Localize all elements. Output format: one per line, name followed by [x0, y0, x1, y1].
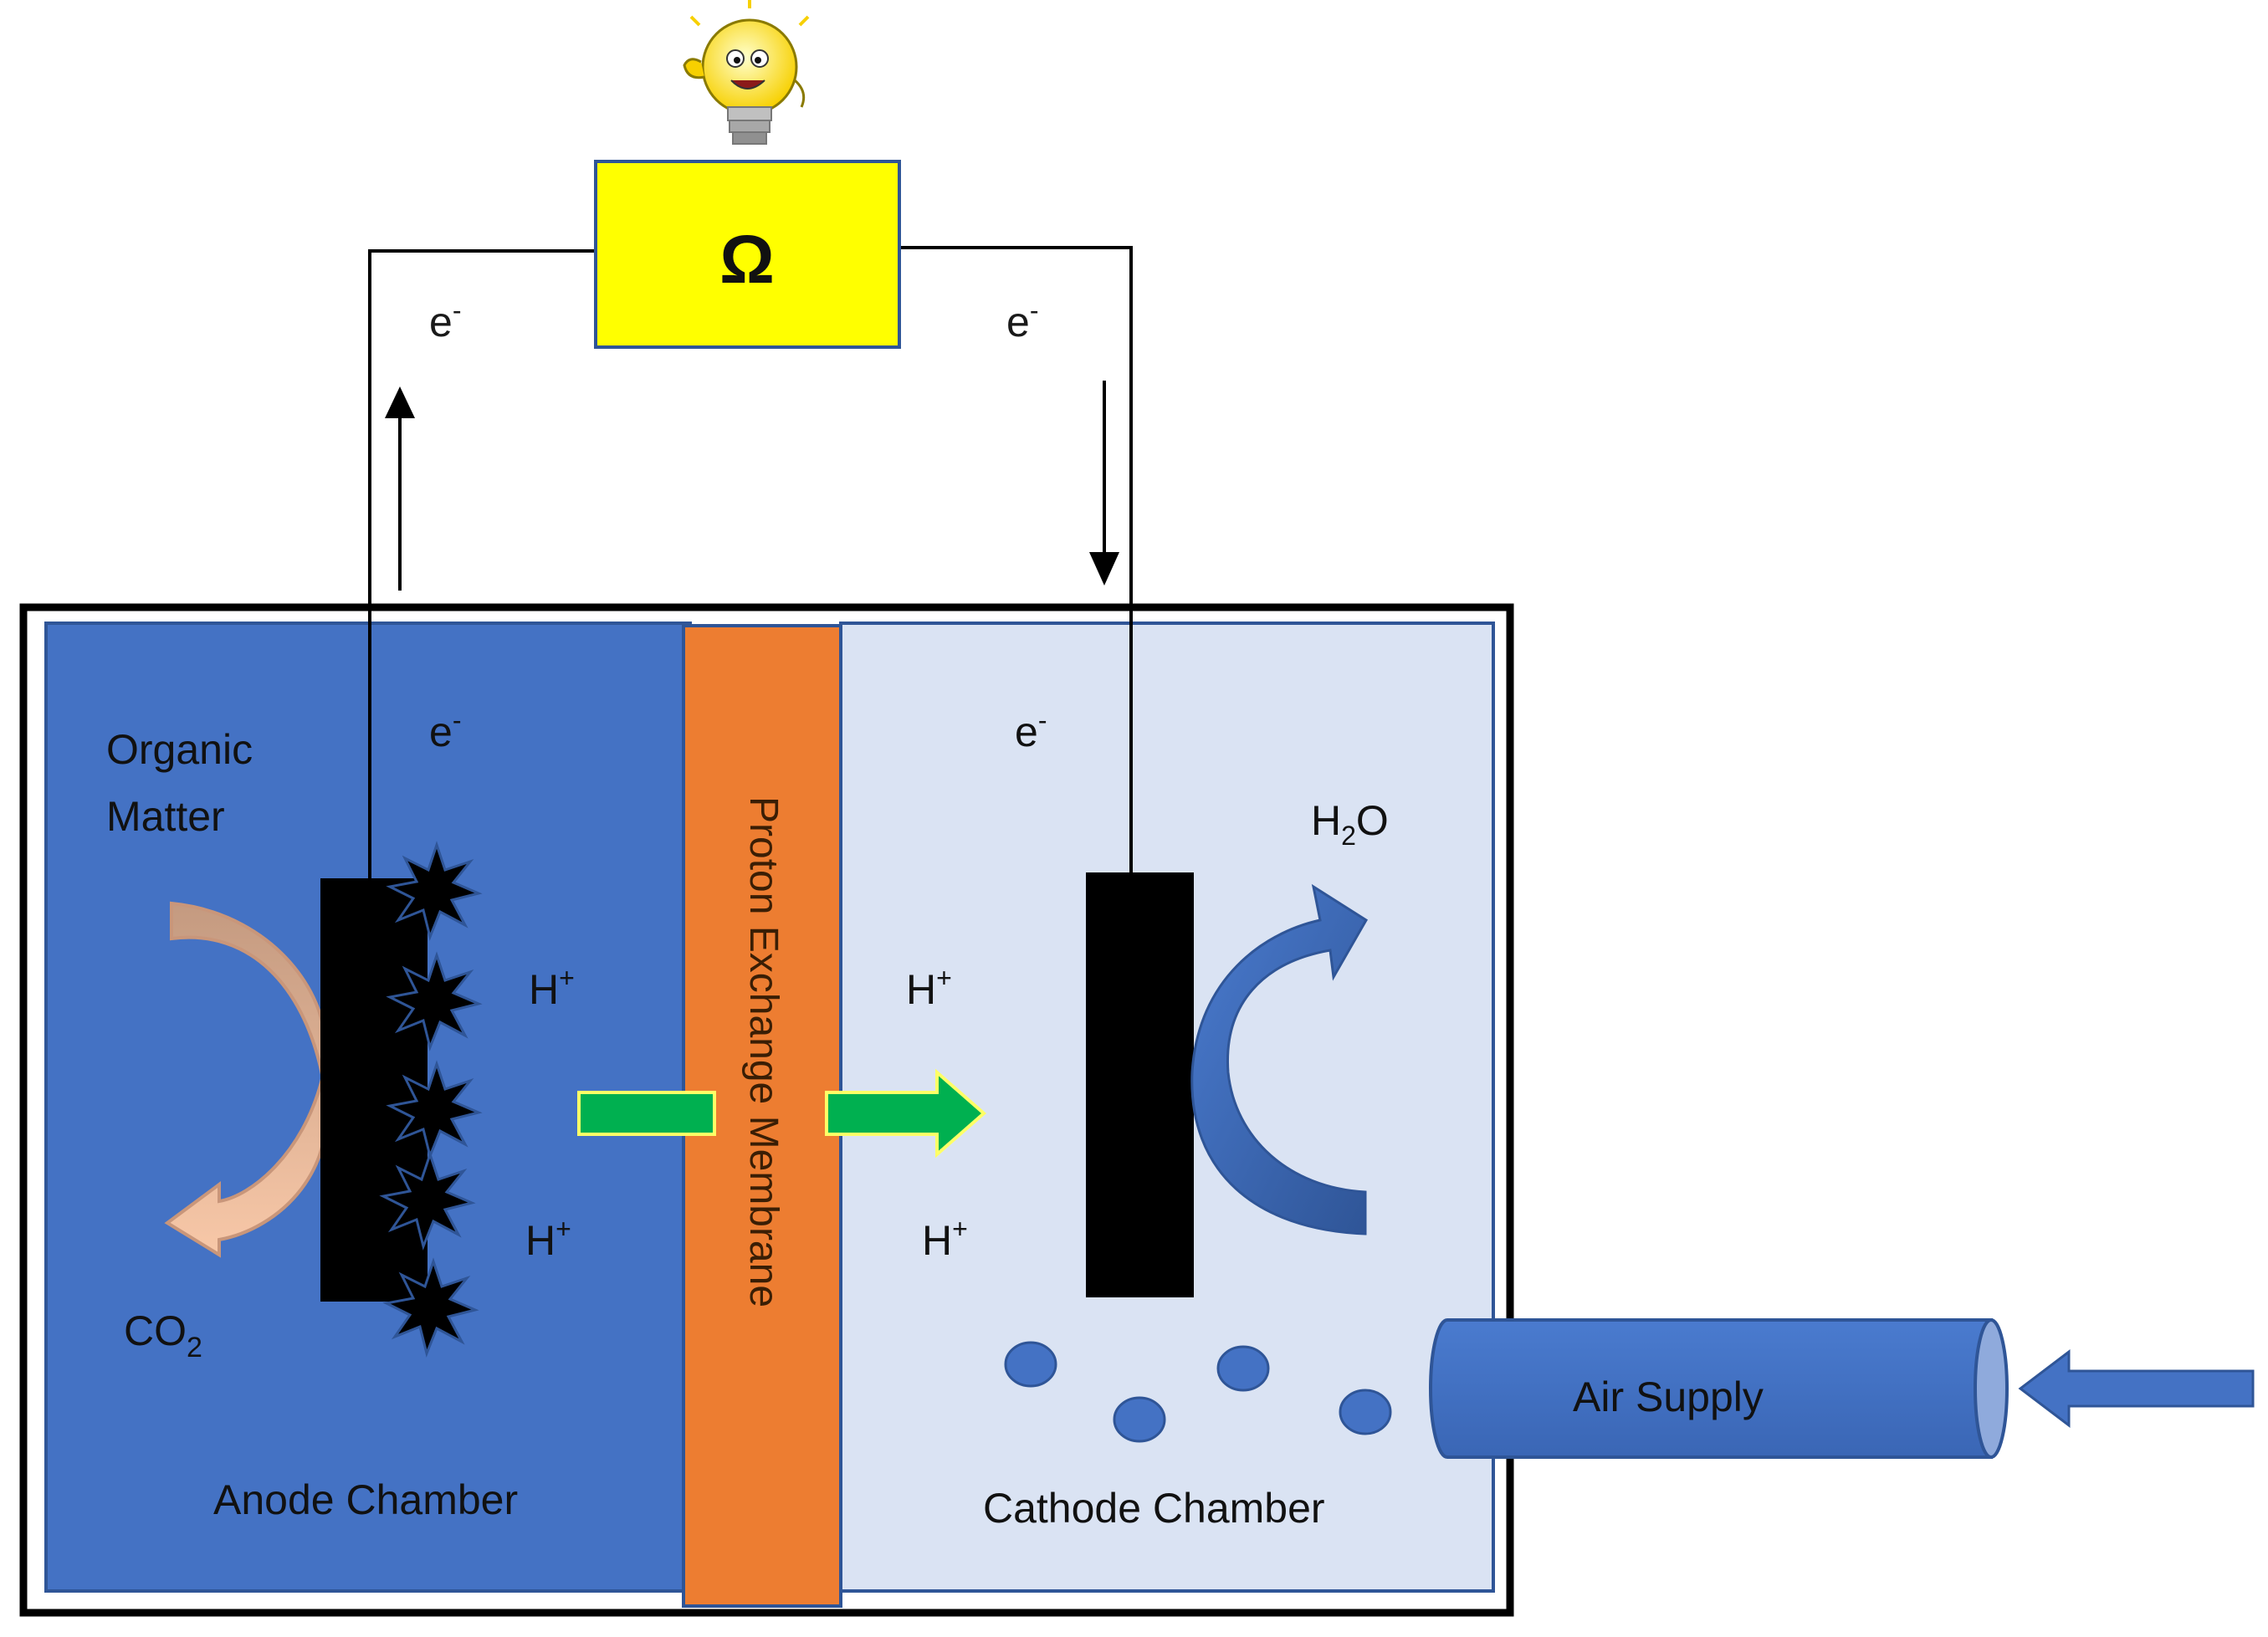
resistor-symbol: Ω	[719, 222, 775, 298]
air-supply-label: Air Supply	[1573, 1374, 1764, 1420]
electron-flow-down-arrow	[1089, 381, 1119, 586]
resistor-box	[594, 160, 901, 349]
proton-label-cathode-lower: H+	[922, 1214, 968, 1264]
membrane-label: Proton Exchange Membrane	[741, 796, 786, 1307]
proton-label-anode-lower: H+	[525, 1214, 571, 1264]
svg-text:e-: e-	[429, 705, 461, 755]
electron-label-cathode: e-	[1015, 705, 1047, 755]
organic-matter-label-line1: Organic	[106, 726, 253, 773]
electron-label-top-right: e-	[1006, 295, 1038, 345]
svg-text:e-: e-	[1006, 295, 1038, 345]
co2-label: CO2	[124, 1307, 202, 1363]
proton-label-cathode-upper: H+	[906, 963, 952, 1013]
cathode-electrode	[1086, 872, 1194, 1297]
proton-flow-arrow-tail	[577, 1091, 716, 1136]
svg-text:CO2: CO2	[124, 1307, 202, 1363]
svg-text:H+: H+	[922, 1214, 968, 1264]
air-bubbles	[1004, 1341, 1392, 1443]
air-inflow-arrow	[2018, 1348, 2255, 1429]
electron-label-top-left: e-	[429, 295, 461, 345]
circuit-wire-left	[368, 249, 596, 878]
svg-text:H+: H+	[529, 963, 575, 1013]
h2o-label: H2O	[1311, 797, 1389, 851]
electron-flow-up-arrow	[385, 386, 415, 591]
electron-label-anode: e-	[429, 705, 461, 755]
proton-flow-arrow-head	[825, 1068, 987, 1159]
anode-electrode	[320, 878, 427, 1302]
air-supply-pipe	[1429, 1318, 2009, 1459]
water-output-arrow	[1190, 883, 1369, 1235]
organic-to-co2-arrow	[164, 901, 329, 1258]
proton-label-anode-upper: H+	[529, 963, 575, 1013]
svg-text:H+: H+	[906, 963, 952, 1013]
svg-text:e-: e-	[1015, 705, 1047, 755]
cathode-chamber-label: Cathode Chamber	[983, 1485, 1325, 1532]
svg-text:e-: e-	[429, 295, 461, 345]
svg-text:H+: H+	[525, 1214, 571, 1264]
lightbulb-icon	[683, 0, 810, 145]
circuit-wire-right	[899, 246, 1133, 874]
bacteria-icon	[379, 841, 483, 1358]
anode-chamber-label: Anode Chamber	[213, 1476, 518, 1523]
svg-text:H2O: H2O	[1311, 797, 1389, 851]
organic-matter-label-line2: Matter	[106, 793, 225, 840]
